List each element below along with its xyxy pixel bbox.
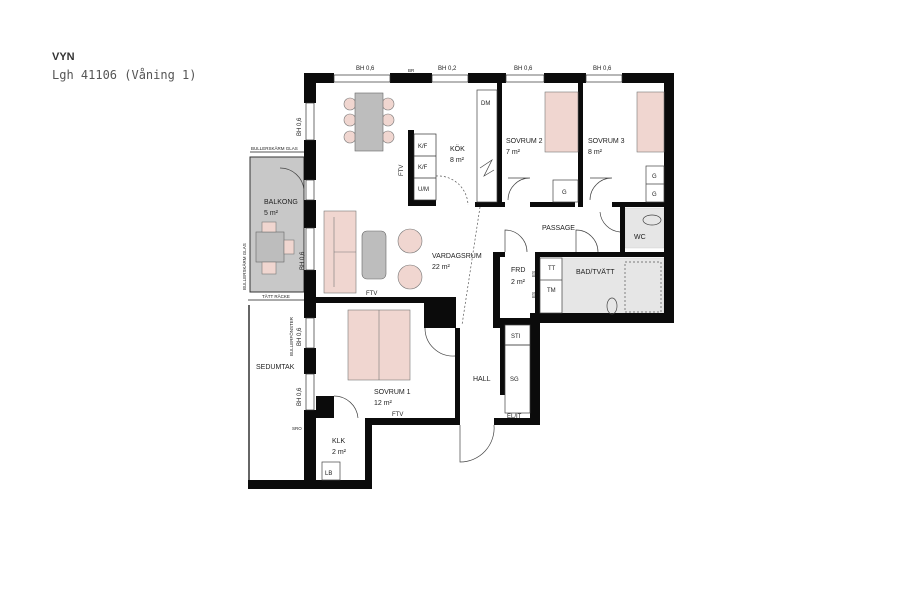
window-label: BH 0,6 <box>297 327 303 346</box>
sovrum-2-area: 7 m² <box>506 149 521 156</box>
noise-screen-label: BULLERSKÄRM GLAS <box>251 145 298 151</box>
sro-label: SRO <box>292 426 302 431</box>
ftv-label: FTV <box>366 291 377 297</box>
window-label: BH 0,6 <box>297 387 303 406</box>
kitchen-counter <box>476 89 498 203</box>
toilet-wc <box>642 214 662 226</box>
window-label: BH 0,6 <box>514 66 533 72</box>
sovrum-1-name: SOVRUM 1 <box>374 389 411 396</box>
washer-label: TM <box>547 288 556 294</box>
toilet-bath <box>606 297 618 315</box>
bath-floor <box>561 257 665 317</box>
living-name: VARDAGSRUM <box>432 253 482 260</box>
bed-sovrum-3 <box>636 91 665 153</box>
kitchen-name: KÖK <box>450 145 465 153</box>
sink-label: LB <box>325 471 332 477</box>
wardrobe-label: G <box>652 192 657 198</box>
window-label: BH 0,6 <box>593 66 612 72</box>
balcony-name: BALKONG <box>264 199 298 206</box>
wardrobe-label: G <box>562 190 567 196</box>
railing-label: TÄTT RÄCKE <box>262 293 290 299</box>
wardrobe-sg <box>504 344 531 414</box>
doors <box>279 167 621 463</box>
wc-floor <box>624 207 665 249</box>
sovrum-1-area: 12 m² <box>374 400 393 407</box>
interior-walls <box>316 83 664 423</box>
exterior-walls <box>304 73 674 488</box>
laundry-machines <box>539 257 563 314</box>
wardrobe-label: G <box>652 174 657 180</box>
noise-screen-side-label: BULLERSKÄRM GLAS <box>241 243 247 290</box>
sovrum-3-area: 8 m² <box>588 149 603 156</box>
elit-label: EL/IT <box>507 414 522 420</box>
ftv-label: FTV <box>399 165 405 176</box>
stove-icon <box>479 158 495 177</box>
noise-window-label: BULLERFÖNSTER <box>288 316 294 356</box>
hall-name: HALL <box>473 376 491 383</box>
bed-sovrum-2 <box>544 91 579 153</box>
living-area: 22 m² <box>432 264 451 271</box>
shower <box>624 261 662 313</box>
balcony-area-label: 5 m² <box>264 210 279 217</box>
window-label: BH 0,6 <box>297 117 303 136</box>
fridge-label: K/F <box>418 144 428 150</box>
apartment-subtitle: Lgh 41106 (Våning 1) <box>52 68 197 82</box>
sink-klk <box>321 461 341 481</box>
es-label: ES <box>531 271 536 277</box>
dishwasher-label: DM <box>481 101 490 107</box>
sg-label: SG <box>510 377 519 383</box>
window-label: BH 0,6 <box>300 251 306 270</box>
passage-name: PASSAGE <box>542 225 575 232</box>
klk-name: KLK <box>332 438 346 445</box>
frd-area: 2 m² <box>511 279 526 286</box>
sovrum-2-name: SOVRUM 2 <box>506 138 543 145</box>
windows <box>305 74 623 411</box>
frd-name: FRD <box>511 267 525 274</box>
window-label: BH 0,6 <box>356 66 375 72</box>
window-label: BH 0,2 <box>438 66 457 72</box>
fridge-label: K/F <box>418 165 428 171</box>
sovrum-3-name: SOVRUM 3 <box>588 138 625 145</box>
project-title: VYN <box>52 51 75 63</box>
balcony-furniture <box>255 221 295 275</box>
dryer-label: TT <box>548 266 556 272</box>
living-furniture <box>323 210 423 294</box>
ftv-label: FTV <box>392 412 403 418</box>
oven-label: U/M <box>418 187 429 193</box>
wc-name: WC <box>634 234 646 241</box>
kitchen-area: 8 m² <box>450 157 465 164</box>
bath-name: BAD/TVÄTT <box>576 268 615 276</box>
br-label: BR <box>408 68 415 73</box>
kitchen-appliance-column <box>413 133 437 201</box>
dining-table <box>343 92 395 152</box>
balcony-area <box>249 156 305 293</box>
klk-area: 2 m² <box>332 449 347 456</box>
sedum-label: SEDUMTAK <box>256 364 295 371</box>
sti-label: STI <box>511 334 521 340</box>
wardrobe-sovrum-2 <box>552 179 579 203</box>
es-label: ES <box>531 292 536 298</box>
